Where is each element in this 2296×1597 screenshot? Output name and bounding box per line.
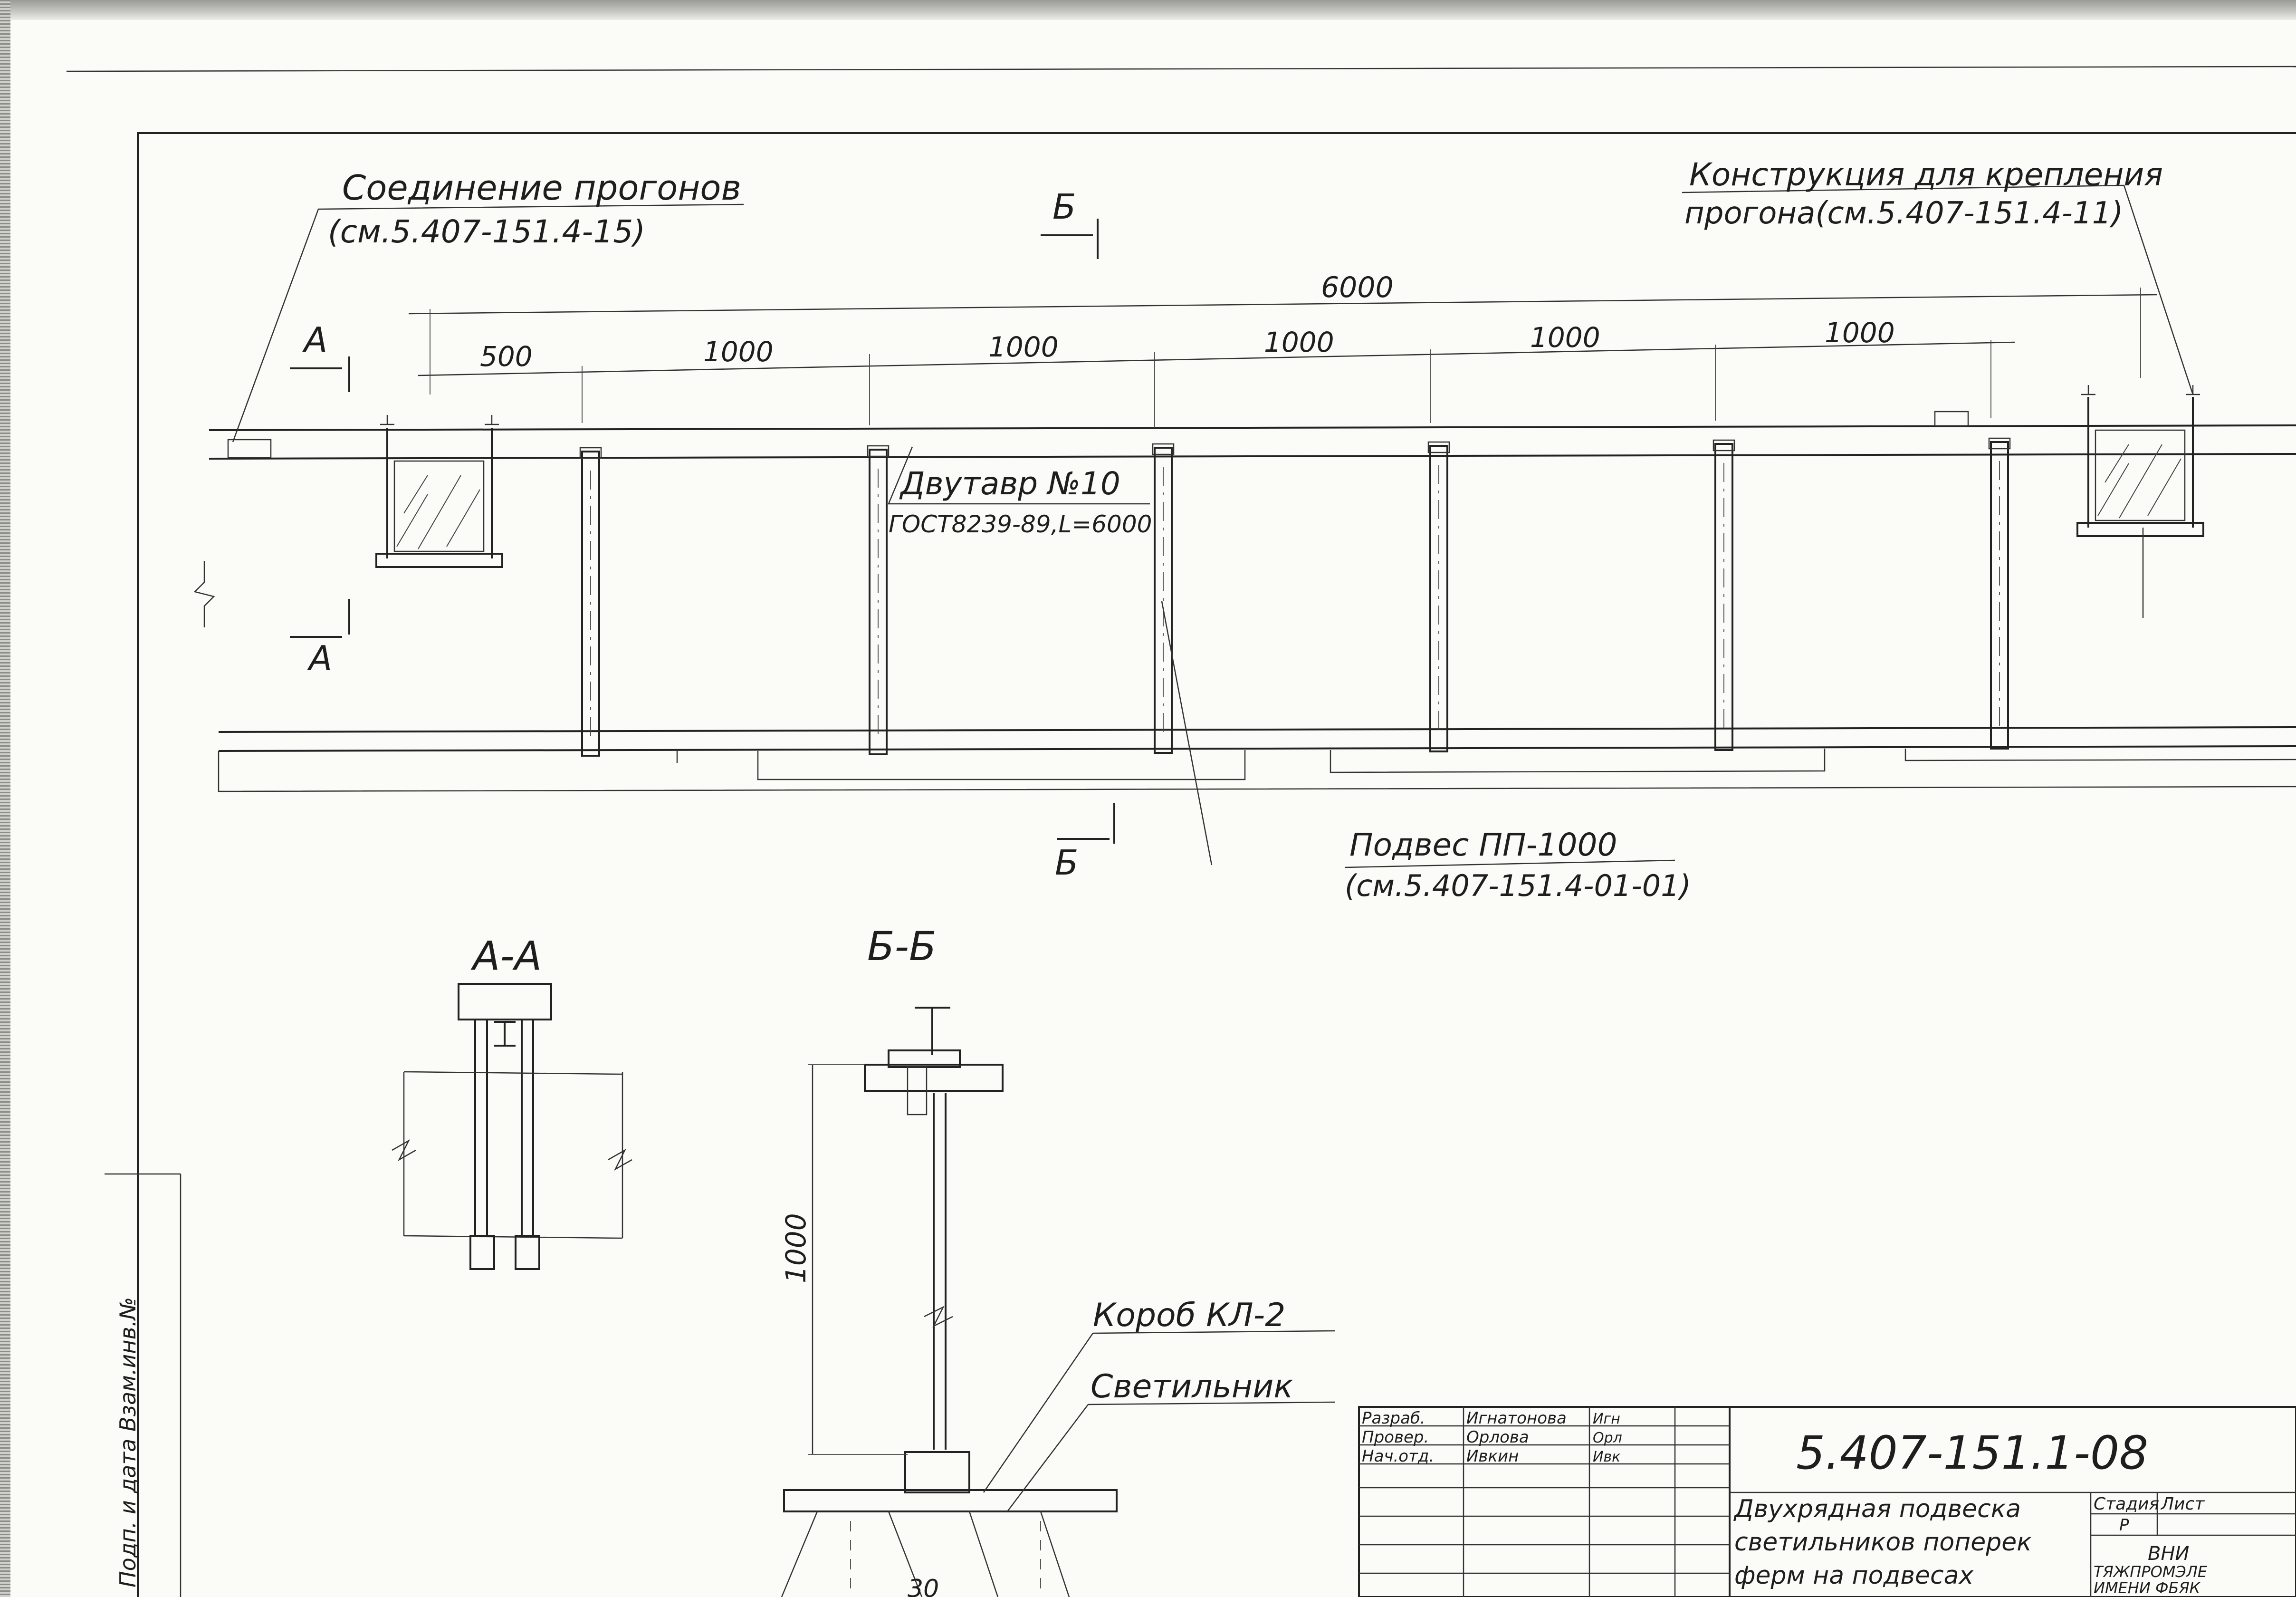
drawing-title-line: Двухрядная подвеска [1733,1495,2021,1523]
tb-sign: Ивк [1593,1449,1620,1465]
hanger-rod [1714,443,1733,751]
hanger-clamp [1988,437,2011,450]
hanger-clamp [1152,443,1175,455]
hanger-rod [869,449,888,755]
drawing-frame [66,66,2296,1597]
hanger-rod [1990,441,2009,750]
title-block-grid [1358,1406,2296,1597]
section-aa-label: А-А [470,933,542,979]
title-block-signatures: Разраб. Игнатонова Игн Провер. Орлова Ор… [1362,1409,1622,1466]
org-line: ТЯЖПРОМЭЛЕ [2094,1563,2208,1581]
lamp-label: Светильник [1091,1368,1293,1405]
hanger-rod [1154,447,1173,754]
section-mark-a-bottom: А [307,638,332,678]
org-line: ВНИ [2148,1543,2189,1565]
drawing-title-line: ферм на подвесах [1734,1561,1974,1590]
section-markers [290,219,1115,844]
box-label: Короб КЛ-2 [1093,1297,1285,1334]
hanger-line1: Подвес ПП-1000 [1349,827,1617,863]
dimension-lines [408,288,2158,428]
tb-name: Ивкин [1466,1447,1519,1466]
stage-header: Стадия [2094,1494,2159,1514]
section-aa-drawing [392,983,632,1270]
callout-hanger: Подвес ПП-1000 (см.5.407-151.4-01-01) [1345,827,1691,903]
dimension-hanger-height: 1000 [780,1213,812,1283]
scan-edge-top [0,0,2296,20]
section-bb-label: Б-Б [867,923,937,970]
section-mark-a-top: А [302,320,327,360]
hanger-clamp [1712,439,1735,452]
dimension-span: 1000 [1825,317,1895,349]
tb-sign: Орл [1593,1430,1622,1446]
tb-role: Разраб. [1362,1409,1425,1428]
dimension-span: 1000 [1264,326,1334,358]
callout-purlin-mount: Конструкция для крепления прогона(см.5.4… [1684,156,2163,231]
dimension-total: 6000 [1321,271,1394,304]
org-line: ИМЕНИ ФБЯК [2094,1579,2201,1597]
hanger-clamp [867,445,890,457]
purlin-mount-line1: Конструкция для крепления [1689,156,2163,193]
section-mark-b-top: Б [1052,187,1076,227]
purlin-joint-line1: Соединение прогонов [342,168,741,208]
purlin-joint-line2: (см.5.407-151.4-15) [328,213,645,250]
tb-name: Игнатонова [1466,1409,1567,1428]
tb-sign: Игн [1593,1411,1620,1427]
drawing-title-line: светильников поперек [1734,1528,2032,1557]
leader-lines [232,184,2194,868]
hanger-clamp [579,447,602,459]
hanger-clamp [1427,441,1450,453]
hanger-rod [581,451,600,757]
purlin-assembly [193,411,2296,792]
hanger-rod [1429,445,1448,752]
section-bb-drawing [781,1007,1118,1597]
hangers [579,437,2011,757]
dimension-span: 1000 [1530,321,1600,354]
purlin-mount-left [375,415,503,568]
scan-edge-left [0,0,10,1597]
margin-stamp: Подп. и дата Взам.инв.№ [115,1297,141,1587]
dimension-span: 1000 [988,331,1059,363]
tb-name: Орлова [1466,1428,1529,1447]
stage-value: Р [2119,1516,2129,1535]
tb-role: Нач.отд. [1362,1447,1434,1466]
beam-line1: Двутавр №10 [899,465,1120,502]
tb-role: Провер. [1362,1428,1429,1447]
callout-purlin-joint: Соединение прогонов (см.5.407-151.4-15) [328,168,741,250]
callout-beam: Двутавр №10 ГОСТ8239-89,L=6000 [889,465,1152,538]
dimension-first: 500 [480,340,533,373]
section-mark-b-bottom: Б [1055,843,1078,883]
hanger-line2: (см.5.407-151.4-01-01) [1345,868,1691,903]
dimension-span: 1000 [703,336,774,368]
beam-line2: ГОСТ8239-89,L=6000 [889,510,1152,538]
dimension-partial: 30 [908,1575,939,1597]
purlin-mount-line2: прогона(см.5.407-151.4-11) [1684,196,2123,231]
purlin-mount-right [2076,385,2204,618]
drawing-number: 5.407-151.1-08 [1796,1426,2148,1480]
sheet-header: Лист [2160,1494,2205,1514]
